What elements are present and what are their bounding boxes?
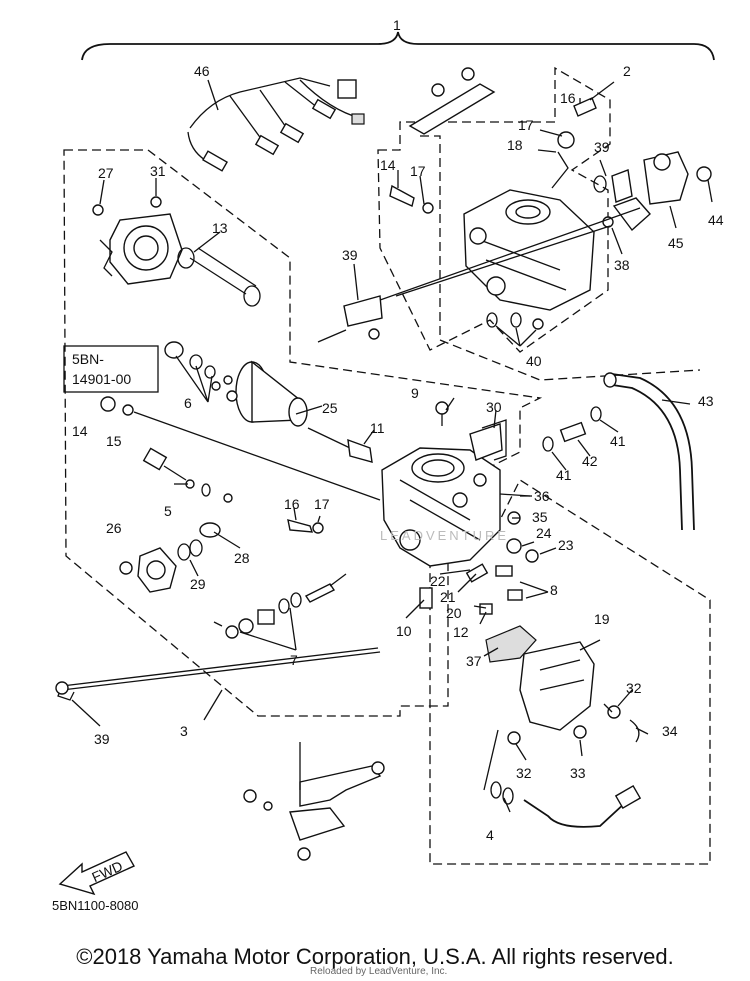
choke-rod bbox=[55, 647, 381, 701]
callout-27: 27 bbox=[98, 165, 114, 181]
callout-31: 31 bbox=[150, 163, 166, 179]
callout-37: 37 bbox=[466, 653, 482, 669]
screw-14-15 bbox=[100, 396, 381, 501]
drain-hose bbox=[490, 781, 642, 828]
callout-44: 44 bbox=[708, 212, 724, 228]
connector-line bbox=[395, 225, 611, 297]
leader-lines bbox=[71, 79, 713, 813]
callout-21: 21 bbox=[440, 589, 456, 605]
callout-16-upper: 16 bbox=[560, 90, 576, 106]
model-box-line1: 5BN- bbox=[72, 351, 104, 367]
callout-28: 28 bbox=[234, 550, 250, 566]
callout-43: 43 bbox=[698, 393, 714, 409]
callout-36: 36 bbox=[534, 488, 550, 504]
group-outline-right bbox=[377, 66, 611, 353]
bowl-screws bbox=[483, 703, 640, 791]
callout-14-upper: 14 bbox=[380, 157, 396, 173]
callout-16-lower: 16 bbox=[284, 496, 300, 512]
callout-20: 20 bbox=[446, 605, 462, 621]
callout-39-upper: 39 bbox=[594, 139, 610, 155]
callout-45: 45 bbox=[668, 235, 684, 251]
callout-5: 5 bbox=[164, 503, 172, 519]
catalog-code: 5BN1100-8080 bbox=[52, 898, 139, 913]
lower-mount-bracket bbox=[243, 742, 385, 861]
callout-4: 4 bbox=[486, 827, 494, 843]
group-outline-bottom-right bbox=[429, 479, 711, 865]
assembly-bracket bbox=[81, 31, 715, 61]
copyright-footer: ©2018 Yamaha Motor Corporation, U.S.A. A… bbox=[76, 944, 674, 969]
callout-3: 3 bbox=[180, 723, 188, 739]
jet-set-8 bbox=[419, 563, 523, 615]
callout-42: 42 bbox=[582, 453, 598, 469]
callout-39-middle: 39 bbox=[342, 247, 358, 263]
callout-7: 7 bbox=[290, 652, 298, 668]
callout-17-b: 17 bbox=[410, 163, 426, 179]
callout-29: 29 bbox=[190, 576, 206, 592]
callout-23: 23 bbox=[558, 537, 574, 553]
center-small-parts bbox=[347, 401, 539, 563]
fwd-arrow-icon: FWD bbox=[58, 851, 135, 896]
throttle-stop-screw bbox=[287, 519, 324, 534]
diaphragm-cover-assembly bbox=[92, 196, 183, 285]
pilot-screw-5 bbox=[142, 447, 233, 503]
model-box-line2: 14901-00 bbox=[72, 371, 131, 387]
reload-watermark: Reloaded by LeadVenture, Inc. bbox=[310, 966, 448, 977]
callout-32-upper: 32 bbox=[626, 680, 642, 696]
jet-set-6 bbox=[164, 341, 233, 385]
callout-12: 12 bbox=[453, 624, 469, 640]
float-bowl bbox=[485, 625, 595, 731]
right-linkage bbox=[593, 151, 712, 232]
callout-35: 35 bbox=[532, 509, 548, 525]
callout-1: 1 bbox=[393, 17, 401, 33]
callout-17-c: 17 bbox=[314, 496, 330, 512]
callout-15: 15 bbox=[106, 433, 122, 449]
callout-39-lower: 39 bbox=[94, 731, 110, 747]
callout-6: 6 bbox=[184, 395, 192, 411]
callout-46: 46 bbox=[194, 63, 210, 79]
callout-24: 24 bbox=[536, 525, 552, 541]
upper-carburetor bbox=[408, 67, 595, 311]
callout-22: 22 bbox=[430, 573, 446, 589]
callout-38: 38 bbox=[614, 257, 630, 273]
accelerator-pump-group bbox=[119, 522, 221, 593]
callout-33: 33 bbox=[570, 765, 586, 781]
wire-harness bbox=[187, 77, 365, 172]
watermark-center: LEADVENTURE bbox=[380, 528, 509, 543]
callout-17-a: 17 bbox=[518, 117, 534, 133]
fwd-label: FWD bbox=[89, 858, 125, 886]
callout-10: 10 bbox=[396, 623, 412, 639]
callout-41-right: 41 bbox=[610, 433, 626, 449]
callout-25: 25 bbox=[322, 400, 338, 416]
throttle-shaft bbox=[379, 207, 641, 301]
fuel-hose bbox=[542, 372, 695, 531]
callout-34: 34 bbox=[662, 723, 678, 739]
top-right-small bbox=[551, 97, 597, 189]
callout-30: 30 bbox=[486, 399, 502, 415]
callout-11: 11 bbox=[370, 420, 385, 436]
callout-32-lower: 32 bbox=[516, 765, 532, 781]
callout-19: 19 bbox=[594, 611, 610, 627]
group-outline-top-bracket bbox=[420, 135, 701, 381]
middle-bracket-39 bbox=[317, 295, 544, 343]
spring-13 bbox=[177, 247, 261, 307]
carburetor-body bbox=[381, 423, 503, 567]
callout-9: 9 bbox=[411, 385, 419, 401]
callout-41-left: 41 bbox=[556, 467, 572, 483]
upper-screw-14-17 bbox=[389, 184, 434, 214]
model-box bbox=[63, 345, 159, 393]
float-valve-set-7 bbox=[213, 573, 347, 639]
diaphragm-piston bbox=[211, 360, 351, 449]
callout-40: 40 bbox=[526, 353, 542, 369]
callout-13: 13 bbox=[212, 220, 228, 236]
callout-26: 26 bbox=[106, 520, 122, 536]
callout-8: 8 bbox=[550, 582, 558, 598]
callout-18: 18 bbox=[507, 137, 523, 153]
callout-2: 2 bbox=[623, 63, 631, 79]
callout-14-lower: 14 bbox=[72, 423, 88, 439]
